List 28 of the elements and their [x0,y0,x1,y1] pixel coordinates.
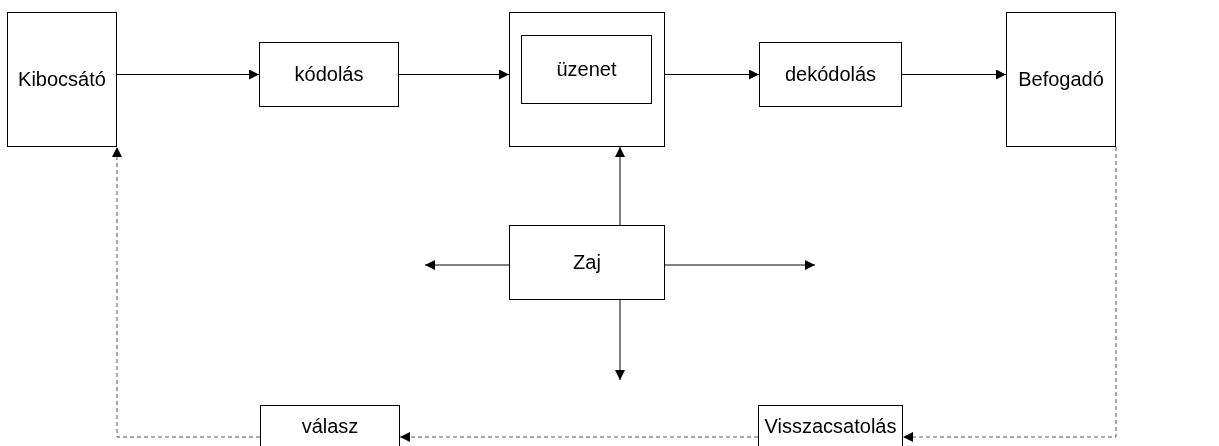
node-label: üzenet [556,58,617,81]
node-label: dekódolás [784,63,877,86]
arrow [664,69,760,80]
node-label: Zaj [573,251,601,274]
process-box [758,405,903,446]
container-box [509,12,665,147]
process-box [1006,12,1116,147]
node-label: Befogadó [1018,68,1104,91]
arrow [615,299,625,381]
dashed-arrow [902,146,1117,442]
arrow [424,260,510,270]
process-box [759,42,902,107]
node-label: válasz [301,414,359,438]
arrow [116,69,260,80]
dashed-arrow [112,146,261,438]
process-box [521,35,652,104]
arrow [664,260,816,270]
process-box [7,12,117,147]
node-label: Kibocsátó [18,68,106,91]
node-label: Visszacsatolás [764,414,897,438]
arrow [901,69,1007,80]
arrow [615,146,625,226]
process-box [260,405,400,446]
arrow [398,69,510,80]
process-box [509,225,665,300]
dashed-arrow [399,432,759,442]
node-label: kódolás [294,63,364,86]
process-box [259,42,399,107]
